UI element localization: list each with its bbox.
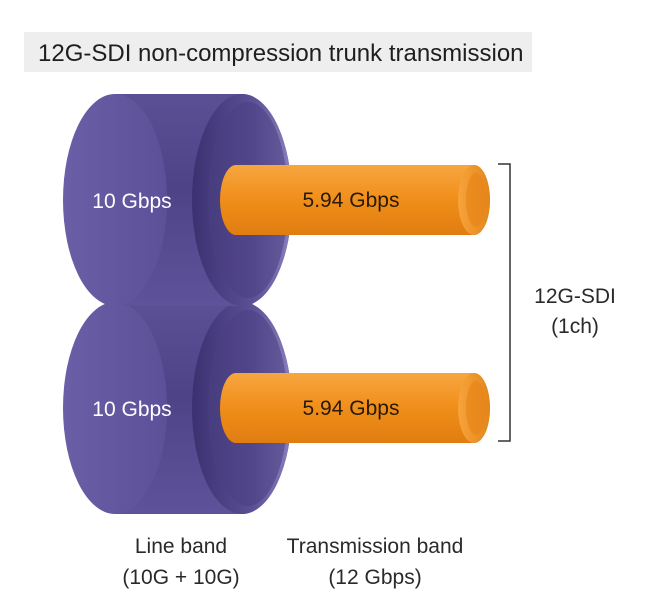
transmission-band-label-line2: (12 Gbps) — [328, 566, 421, 589]
transmission-pipe-top-label: 5.94 Gbps — [303, 189, 400, 212]
transmission-pipe-bottom-label: 5.94 Gbps — [303, 397, 400, 420]
bracket-label-line1: 12G-SDI — [534, 285, 616, 308]
page-title: 12G-SDI non-compression trunk transmissi… — [38, 40, 524, 67]
line-band-label-line2: (10G + 10G) — [122, 566, 239, 589]
line-cylinder-bottom-label: 10 Gbps — [92, 398, 171, 421]
line-band-label-line1: Line band — [135, 535, 227, 558]
bracket — [498, 164, 510, 441]
transmission-band-label-line1: Transmission band — [287, 535, 464, 558]
line-cylinder-top-label: 10 Gbps — [92, 190, 171, 213]
bracket-label-line2: (1ch) — [551, 315, 599, 338]
